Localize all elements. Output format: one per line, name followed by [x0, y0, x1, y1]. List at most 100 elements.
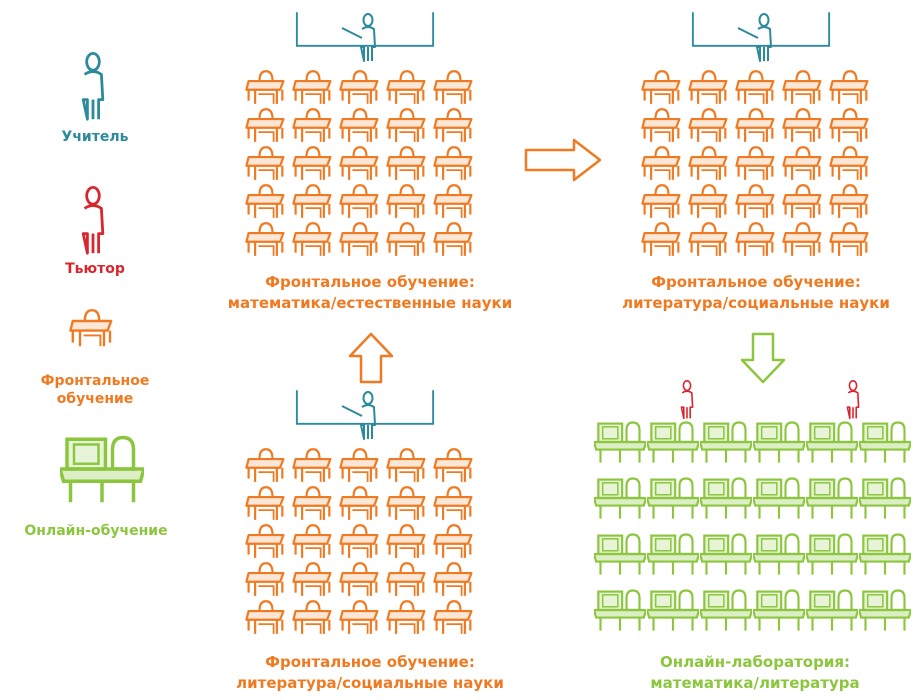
caption-top-right-line2: литература/социальные науки: [622, 294, 890, 312]
student-desk: [782, 108, 822, 143]
student-desk: [641, 70, 681, 105]
student-desk: [688, 222, 728, 257]
computer-workstation: [700, 589, 752, 632]
student-desk: [782, 222, 822, 257]
student-desk: [339, 184, 379, 219]
computer-legend-icon: [60, 430, 144, 508]
tutor-legend-label: Тьютор: [65, 261, 125, 277]
student-desk: [245, 222, 285, 257]
student-desk: [292, 184, 332, 219]
teacher-figure: [755, 12, 773, 63]
student-desk: [339, 600, 379, 635]
classroom-bottom-left-diagram: [245, 389, 473, 635]
computer-workstation: [700, 477, 752, 520]
student-desk: [433, 562, 473, 597]
student-desk: [782, 146, 822, 181]
student-desk: [433, 108, 473, 143]
frontal-legend-line1: Фронтальное: [40, 373, 150, 389]
student-desk: [688, 184, 728, 219]
student-desk: [292, 486, 332, 521]
student-desk: [641, 146, 681, 181]
student-desk: [245, 562, 285, 597]
computer-workstation: [806, 589, 858, 632]
student-desk: [339, 108, 379, 143]
student-desk: [641, 108, 681, 143]
caption-top-right: Фронтальное обучение: литература/социаль…: [596, 272, 916, 314]
online-lab-diagram: [594, 380, 911, 632]
student-desk: [339, 562, 379, 597]
tutor-figure: [846, 380, 860, 420]
student-desk: [829, 146, 869, 181]
student-desk: [688, 70, 728, 105]
classroom-top-left-diagram: [245, 11, 473, 257]
student-desk: [245, 146, 285, 181]
computer-workstation: [647, 589, 699, 632]
student-desk: [245, 600, 285, 635]
caption-top-right-line1: Фронтальное обучение:: [651, 273, 861, 291]
student-desk: [433, 524, 473, 559]
arrow-down-icon: [740, 332, 786, 384]
student-desk: [339, 222, 379, 257]
computer-workstation: [700, 421, 752, 464]
teacher-legend-label: Учитель: [61, 129, 129, 145]
arrow-up-icon: [348, 332, 394, 384]
student-desk: [292, 70, 332, 105]
tutor-legend-icon: [78, 186, 108, 256]
student-desk: [292, 222, 332, 257]
caption-bottom-right: Онлайн-лаборатория: математика/литератур…: [600, 652, 910, 694]
student-desk: [829, 222, 869, 257]
student-desk: [386, 486, 426, 521]
computer-workstation: [859, 421, 911, 464]
student-desk: [292, 562, 332, 597]
caption-bottom-left-line2: литература/социальные науки: [236, 674, 504, 692]
computer-workstation: [753, 421, 805, 464]
caption-bottom-left-line1: Фронтальное обучение:: [265, 653, 475, 671]
student-desk: [245, 184, 285, 219]
student-desk: [433, 184, 473, 219]
student-desk: [386, 222, 426, 257]
student-desk: [386, 448, 426, 483]
computer-workstation: [647, 477, 699, 520]
caption-top-left-line2: математика/естественные науки: [227, 294, 513, 312]
student-desk: [735, 108, 775, 143]
pointer-line: [341, 405, 363, 417]
student-desk: [735, 70, 775, 105]
student-desk: [386, 600, 426, 635]
arrow-right-icon: [524, 138, 602, 182]
student-desk: [386, 108, 426, 143]
computer-workstation: [859, 477, 911, 520]
student-desk: [339, 486, 379, 521]
student-desk: [735, 146, 775, 181]
student-desk: [339, 448, 379, 483]
computer-workstation: [594, 421, 646, 464]
computer-workstation: [806, 533, 858, 576]
student-desk: [292, 146, 332, 181]
computer-workstation: [753, 589, 805, 632]
caption-top-left: Фронтальное обучение: математика/естеств…: [200, 272, 540, 314]
student-desk: [433, 222, 473, 257]
computer-workstation: [859, 589, 911, 632]
computer-workstation: [806, 477, 858, 520]
student-desk: [433, 70, 473, 105]
frontal-legend-line2: обучение: [56, 391, 134, 407]
computer-workstation: [594, 477, 646, 520]
student-desk: [433, 486, 473, 521]
caption-top-left-line1: Фронтальное обучение:: [265, 273, 475, 291]
student-desk: [433, 600, 473, 635]
student-desk: [829, 70, 869, 105]
student-desk: [339, 524, 379, 559]
computer-workstation: [594, 533, 646, 576]
computer-workstation: [859, 533, 911, 576]
student-desk: [386, 146, 426, 181]
computer-workstation: [753, 477, 805, 520]
student-desk: [782, 70, 822, 105]
pointer-line: [737, 27, 759, 39]
student-desk: [688, 108, 728, 143]
student-desk: [735, 222, 775, 257]
student-desk: [245, 70, 285, 105]
student-desk: [688, 146, 728, 181]
student-desk: [292, 108, 332, 143]
teacher-legend-icon: [78, 52, 108, 122]
computer-workstation: [647, 533, 699, 576]
student-desk: [386, 70, 426, 105]
